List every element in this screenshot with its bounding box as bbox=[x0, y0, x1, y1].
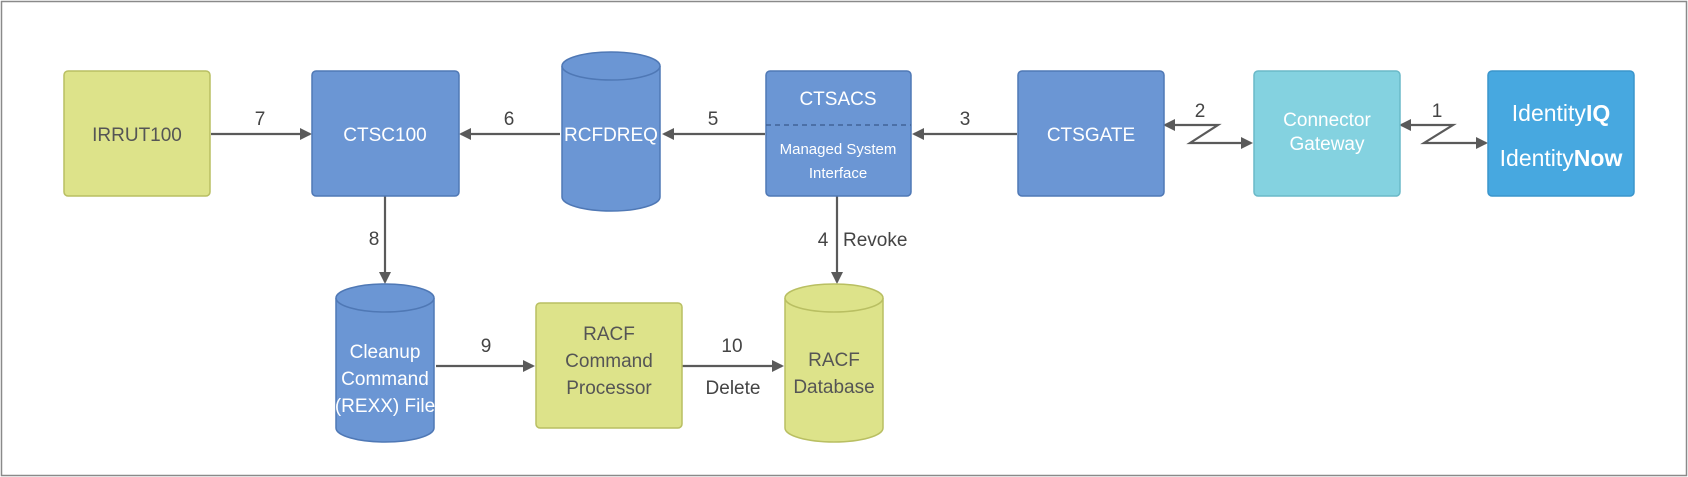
node-cleanup-line2: Command bbox=[341, 369, 429, 390]
node-ctsc100: CTSC100 bbox=[311, 70, 460, 197]
edge-4-action: Revoke bbox=[843, 230, 907, 251]
edge-10-label: 10 bbox=[721, 336, 742, 357]
node-racf-db-line1: RACF bbox=[808, 350, 860, 371]
node-ctsc100-label: CTSC100 bbox=[343, 125, 426, 146]
edge-6-label: 6 bbox=[504, 109, 515, 130]
node-identity: IdentityIQ IdentityNow bbox=[1487, 70, 1635, 197]
edge-8-label: 8 bbox=[369, 229, 380, 250]
edge-1-label: 1 bbox=[1432, 101, 1443, 122]
identityiq-suffix: IQ bbox=[1586, 100, 1610, 126]
node-cleanup-line3: (REXX) File bbox=[335, 396, 435, 417]
edge-2 bbox=[1163, 119, 1253, 149]
edge-7-label: 7 bbox=[255, 109, 266, 130]
node-rcfdreq: RCFDREQ bbox=[561, 51, 661, 212]
node-racf-cmd-line3: Processor bbox=[566, 378, 652, 399]
node-ctsacs-sub-line2: Interface bbox=[809, 165, 867, 182]
node-irrut100: IRRUT100 bbox=[63, 70, 211, 197]
node-ctsacs-sub-line1: Managed System bbox=[780, 141, 897, 158]
identityiq-logo: IdentityIQ bbox=[1512, 100, 1610, 126]
node-ctsgate-label: CTSGATE bbox=[1047, 125, 1135, 146]
edge-5-label: 5 bbox=[708, 109, 719, 130]
node-connector-gateway: Connector Gateway bbox=[1253, 70, 1401, 197]
node-racf-cmd-line1: RACF bbox=[583, 324, 635, 345]
node-rcfdreq-label: RCFDREQ bbox=[564, 125, 658, 146]
node-racf-cmd-line2: Command bbox=[565, 351, 653, 372]
node-irrut100-label: IRRUT100 bbox=[92, 125, 182, 146]
node-cleanup-file: Cleanup Command (REXX) File bbox=[335, 283, 435, 443]
edge-9-label: 9 bbox=[481, 336, 492, 357]
node-ctsgate: CTSGATE bbox=[1017, 70, 1165, 197]
edge-4-label: 4 bbox=[818, 230, 829, 251]
identitynow-logo: IdentityNow bbox=[1500, 145, 1623, 171]
node-racf-command-processor: RACF Command Processor bbox=[535, 302, 683, 429]
node-ctsacs: CTSACS Managed System Interface bbox=[765, 70, 912, 197]
node-racf-database: RACF Database bbox=[784, 283, 884, 443]
node-gateway-line2: Gateway bbox=[1290, 134, 1365, 155]
identitynow-prefix: Identity bbox=[1500, 145, 1575, 171]
edge-1 bbox=[1399, 119, 1488, 149]
identitynow-suffix: Now bbox=[1574, 145, 1623, 171]
node-gateway-line1: Connector bbox=[1283, 110, 1371, 131]
edge-2-label: 2 bbox=[1195, 101, 1206, 122]
identityiq-prefix: Identity bbox=[1512, 100, 1587, 126]
edge-3-label: 3 bbox=[960, 109, 971, 130]
node-cleanup-line1: Cleanup bbox=[350, 342, 421, 363]
node-racf-db-line2: Database bbox=[793, 377, 874, 398]
edge-10-action: Delete bbox=[706, 378, 761, 399]
node-ctsacs-title: CTSACS bbox=[799, 89, 876, 110]
